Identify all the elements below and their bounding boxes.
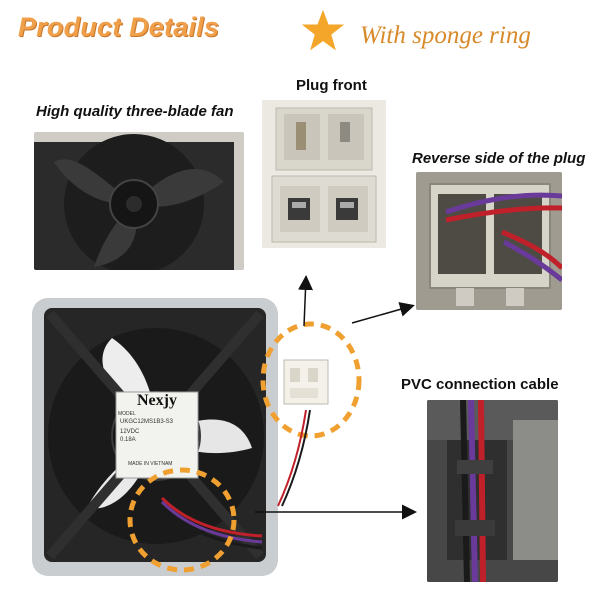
caption-pvc-cable: PVC connection cable — [401, 376, 559, 393]
plug-reverse-photo — [416, 172, 562, 310]
caption-plug-front: Plug front — [296, 77, 367, 94]
pvc-cable-photo — [427, 400, 558, 582]
model-number: UKGC12MS1B3-S3 — [120, 419, 174, 425]
arrow-to-plug-front — [298, 275, 313, 327]
current-label: 0.18A — [120, 437, 136, 443]
page-title: Product Details — [18, 12, 220, 42]
fan-sticker: Nexjy — [116, 392, 198, 410]
star-icon — [301, 9, 345, 51]
caption-plug-reverse: Reverse side of the plug — [412, 150, 586, 167]
fan-blade-photo — [34, 132, 244, 270]
origin-label: MADE IN VIETNAM — [128, 461, 173, 467]
voltage-label: 12VDC — [120, 429, 140, 435]
connector-highlight-ring — [260, 321, 362, 439]
sponge-ring-subtitle: With sponge ring — [360, 22, 531, 49]
main-fan-photo — [32, 298, 278, 576]
brand-name: Nexjy — [137, 392, 177, 409]
plug-front-photo — [262, 100, 386, 248]
connector-wire — [277, 410, 311, 507]
model-tag: MODEL — [118, 411, 136, 417]
connector-photo — [270, 342, 340, 420]
arrow-to-plug-reverse — [351, 302, 415, 324]
caption-three-blade-fan: High quality three-blade fan — [36, 103, 234, 120]
